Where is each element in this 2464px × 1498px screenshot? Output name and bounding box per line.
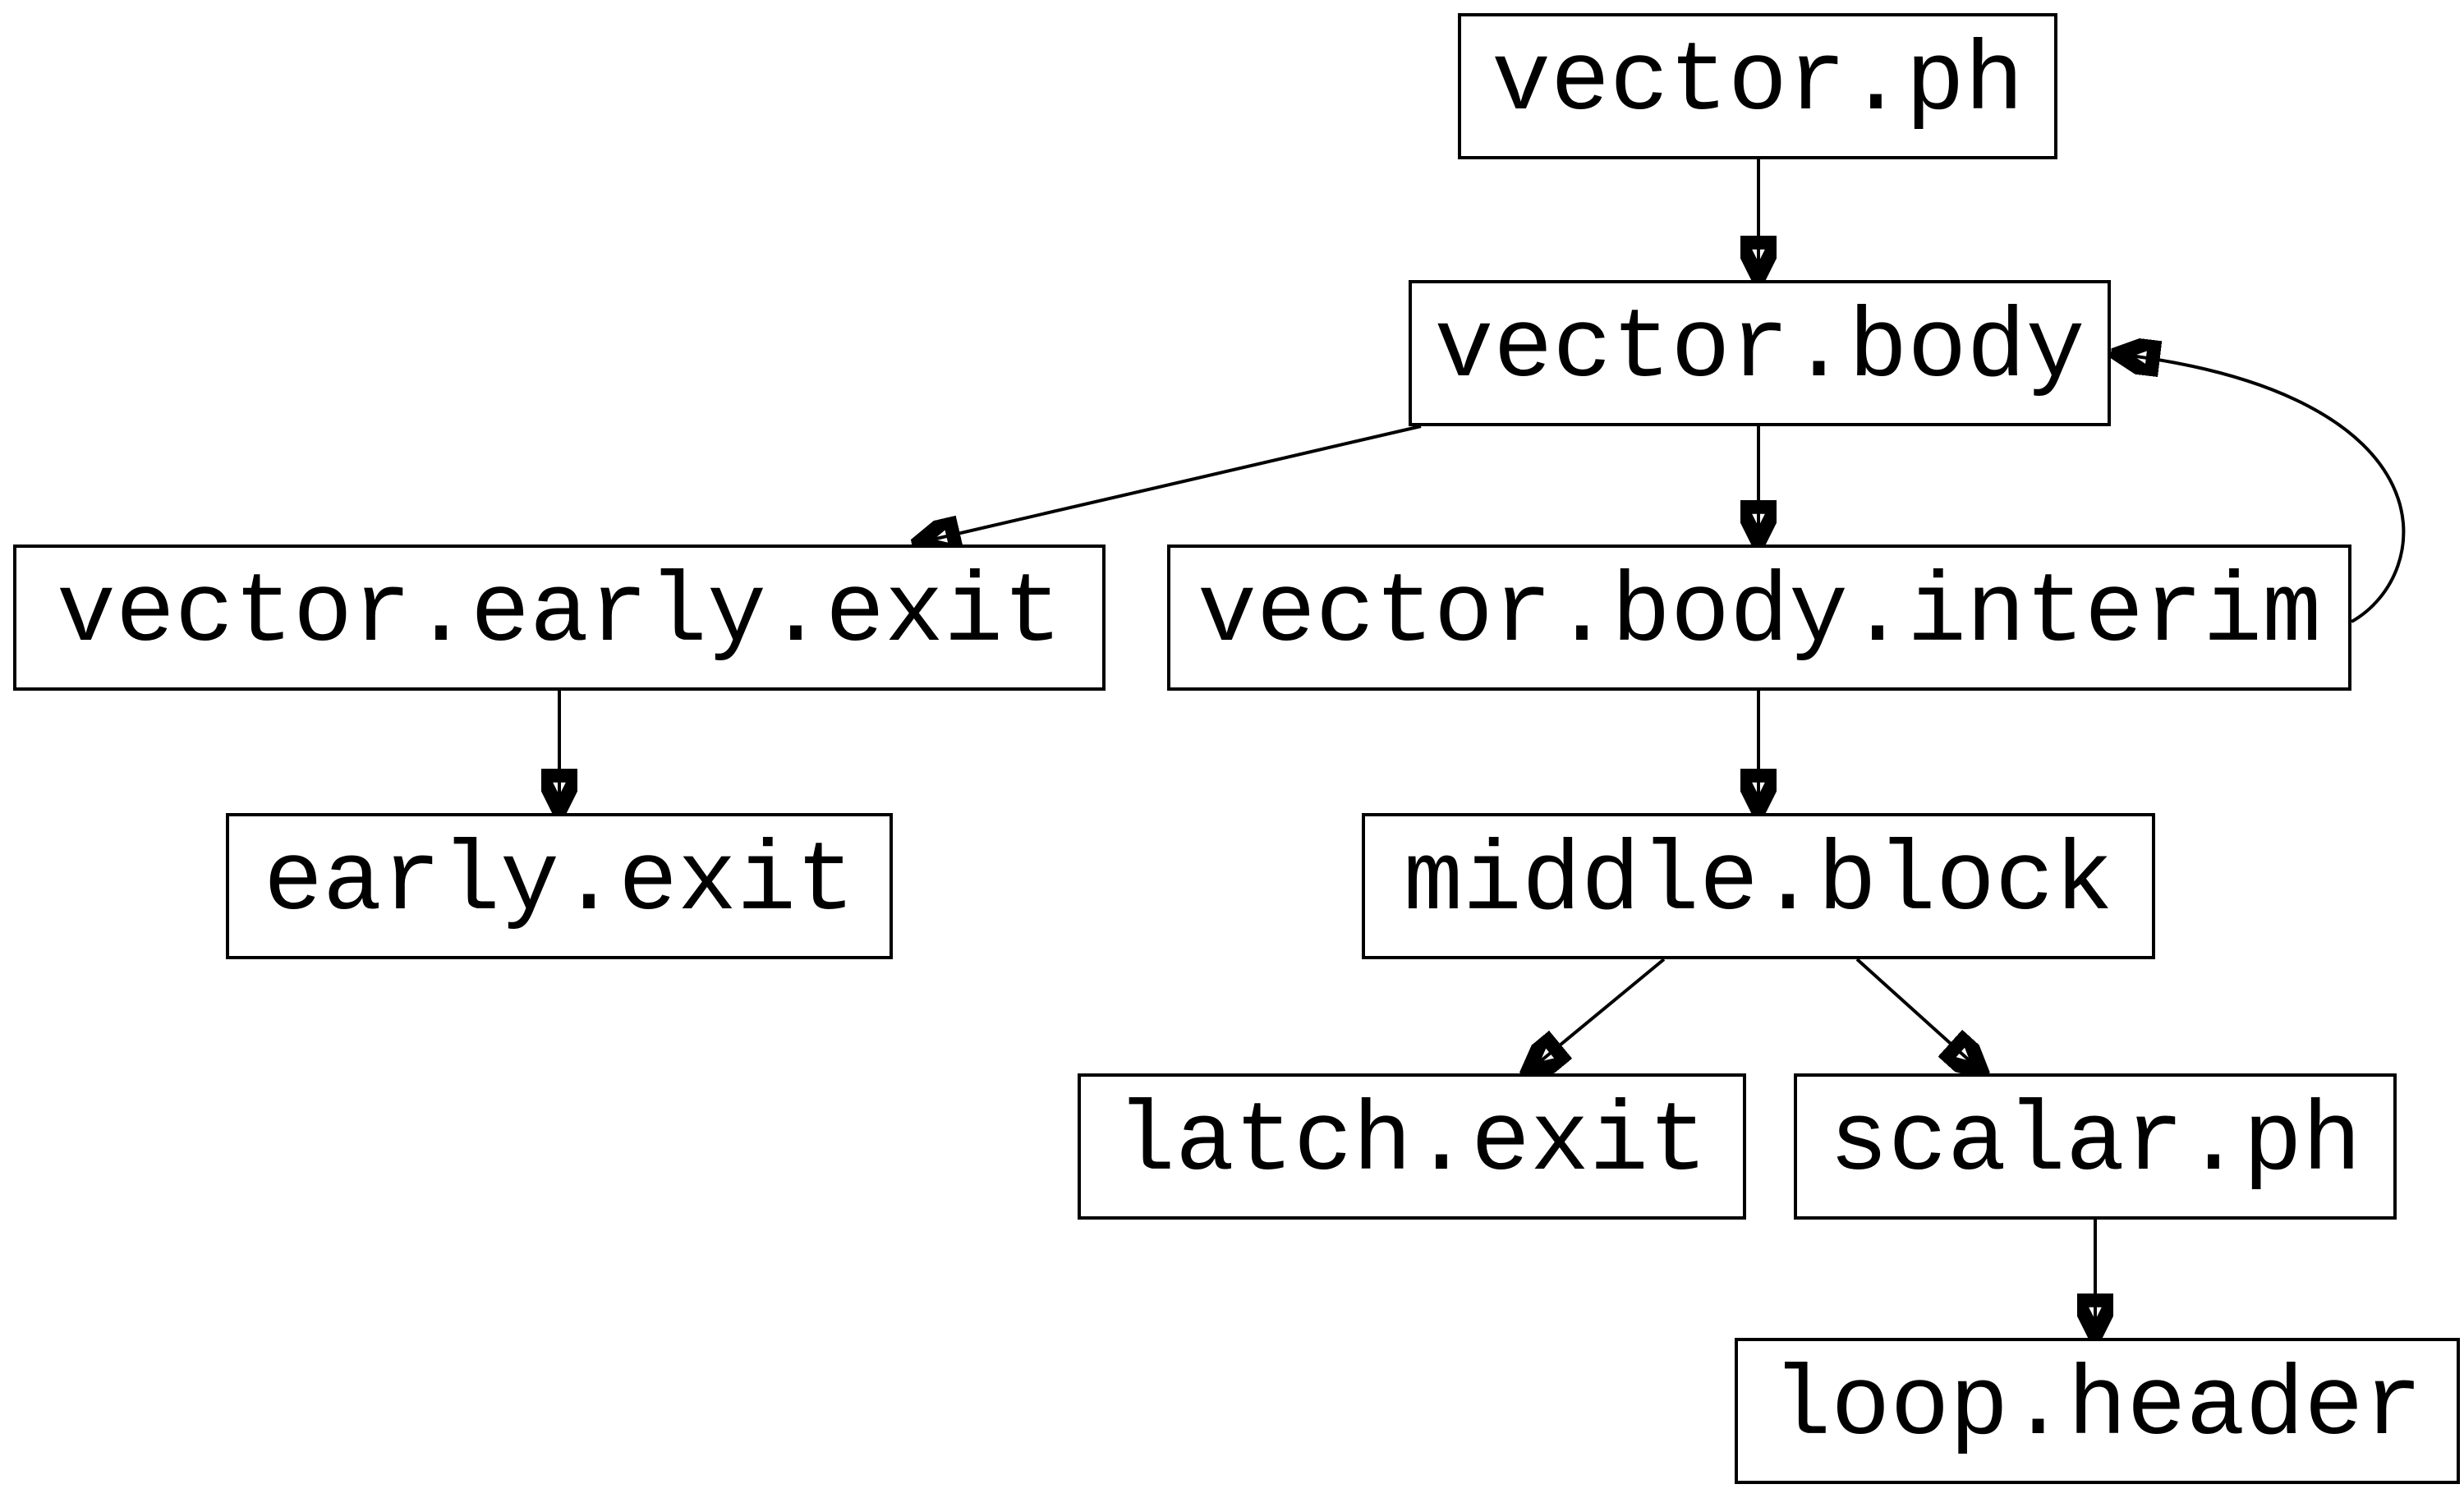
node-label: early.exit bbox=[263, 827, 856, 939]
node-label: middle.block bbox=[1403, 827, 2114, 939]
node-label: latch.exit bbox=[1115, 1087, 1708, 1199]
edge-middle.block-to-latch.exit bbox=[1528, 958, 1666, 1072]
node-label: vector.body.interim bbox=[1197, 558, 2322, 670]
node-middle-block: middle.block bbox=[1362, 813, 2155, 959]
edge-vector.body-to-vector.early.exit bbox=[918, 425, 1422, 543]
node-loop-header: loop.header bbox=[1735, 1338, 2460, 1484]
node-vector-early-exit: vector.early.exit bbox=[13, 545, 1106, 691]
node-scalar-ph: scalar.ph bbox=[1794, 1073, 2397, 1220]
node-label: vector.ph bbox=[1491, 27, 2025, 139]
node-vector-body: vector.body bbox=[1409, 280, 2111, 426]
node-latch-exit: latch.exit bbox=[1078, 1073, 1746, 1220]
node-vector-body-interim: vector.body.interim bbox=[1167, 545, 2351, 691]
node-label: vector.body bbox=[1434, 294, 2085, 406]
node-early-exit: early.exit bbox=[226, 813, 893, 959]
edge-middle.block-to-scalar.ph bbox=[1855, 958, 1982, 1072]
node-label: loop.header bbox=[1772, 1352, 2423, 1464]
node-vector-ph: vector.ph bbox=[1458, 13, 2057, 159]
node-label: scalar.ph bbox=[1828, 1087, 2362, 1199]
node-label: vector.early.exit bbox=[56, 558, 1063, 670]
